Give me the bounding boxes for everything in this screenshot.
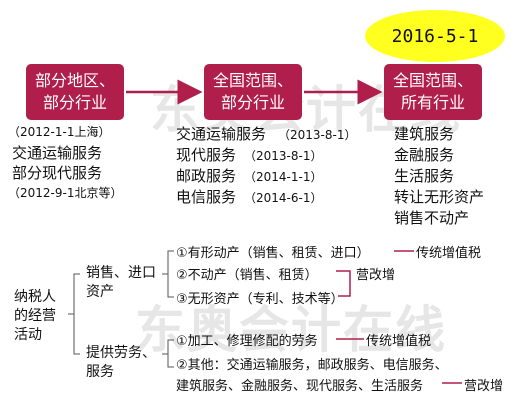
sales-tax-2: 营改增 [356, 268, 396, 283]
tax-line-sales-2 [336, 270, 351, 297]
service-item-1: ①加工、修理修配的劳务 [176, 334, 318, 349]
stage1-line4: （2012-9-1北京等） [8, 186, 123, 200]
sales-item-3: ③无形资产（专利、技术等） [176, 292, 344, 307]
stage2-date-2: （2013-8-1） [244, 149, 323, 163]
stage3-item-1: 建筑服务 [394, 125, 455, 143]
service-item-3: 建筑服务、金融服务、现代服务、生活服务 [176, 379, 424, 394]
stage3-item-5: 销售不动产 [394, 209, 470, 227]
sales-item-2: ②不动产（销售、租赁） [176, 268, 318, 283]
stage1-line1: （2012-1-1上海） [8, 125, 111, 139]
stage-box-3: 全国范围、 所有行业 [384, 64, 482, 120]
service-tax-3: 营改增 [464, 379, 504, 394]
stage1-line2: 交通运输服务 [12, 144, 103, 162]
date-oval: 2016-5-1 [365, 10, 505, 62]
tree-root: 纳税人 的经营 活动 [14, 289, 56, 343]
stage3-item-3: 生活服务 [394, 167, 455, 185]
stage2-name-2: 现代服务 [176, 146, 237, 164]
brace-services [162, 339, 174, 368]
service-tax-1: 传统增值税 [366, 334, 432, 349]
stage3-item-4: 转让无形资产 [394, 188, 485, 206]
stage2-name-1: 交通运输服务 [176, 125, 267, 143]
service-item-2: ②其他：交通运输服务，邮政服务、电信服务、 [176, 358, 448, 373]
stage2-date-1: （2013-8-1） [278, 128, 357, 142]
brace-sales [162, 250, 174, 298]
stage2-name-3: 邮政服务 [176, 167, 237, 185]
sales-item-1: ①有形动产（销售、租赁、进口） [176, 246, 370, 261]
tree-branch-sales: 销售、进口 资产 [86, 265, 156, 300]
stage-box-2: 全国范围、 部分行业 [204, 64, 302, 120]
stage3-item-2: 金融服务 [394, 146, 455, 164]
stage2-date-4: （2014-6-1） [244, 191, 323, 205]
stage2-date-3: （2014-1-1） [244, 170, 323, 184]
stage-box-1: 部分地区、 部分行业 [26, 64, 124, 120]
tree-branch-services: 提供劳务、 服务 [86, 345, 156, 380]
stage1-line3: 部分现代服务 [12, 164, 103, 182]
brace-root [68, 273, 80, 355]
stage2-name-4: 电信服务 [176, 188, 237, 206]
sales-tax-1: 传统增值税 [416, 246, 482, 261]
